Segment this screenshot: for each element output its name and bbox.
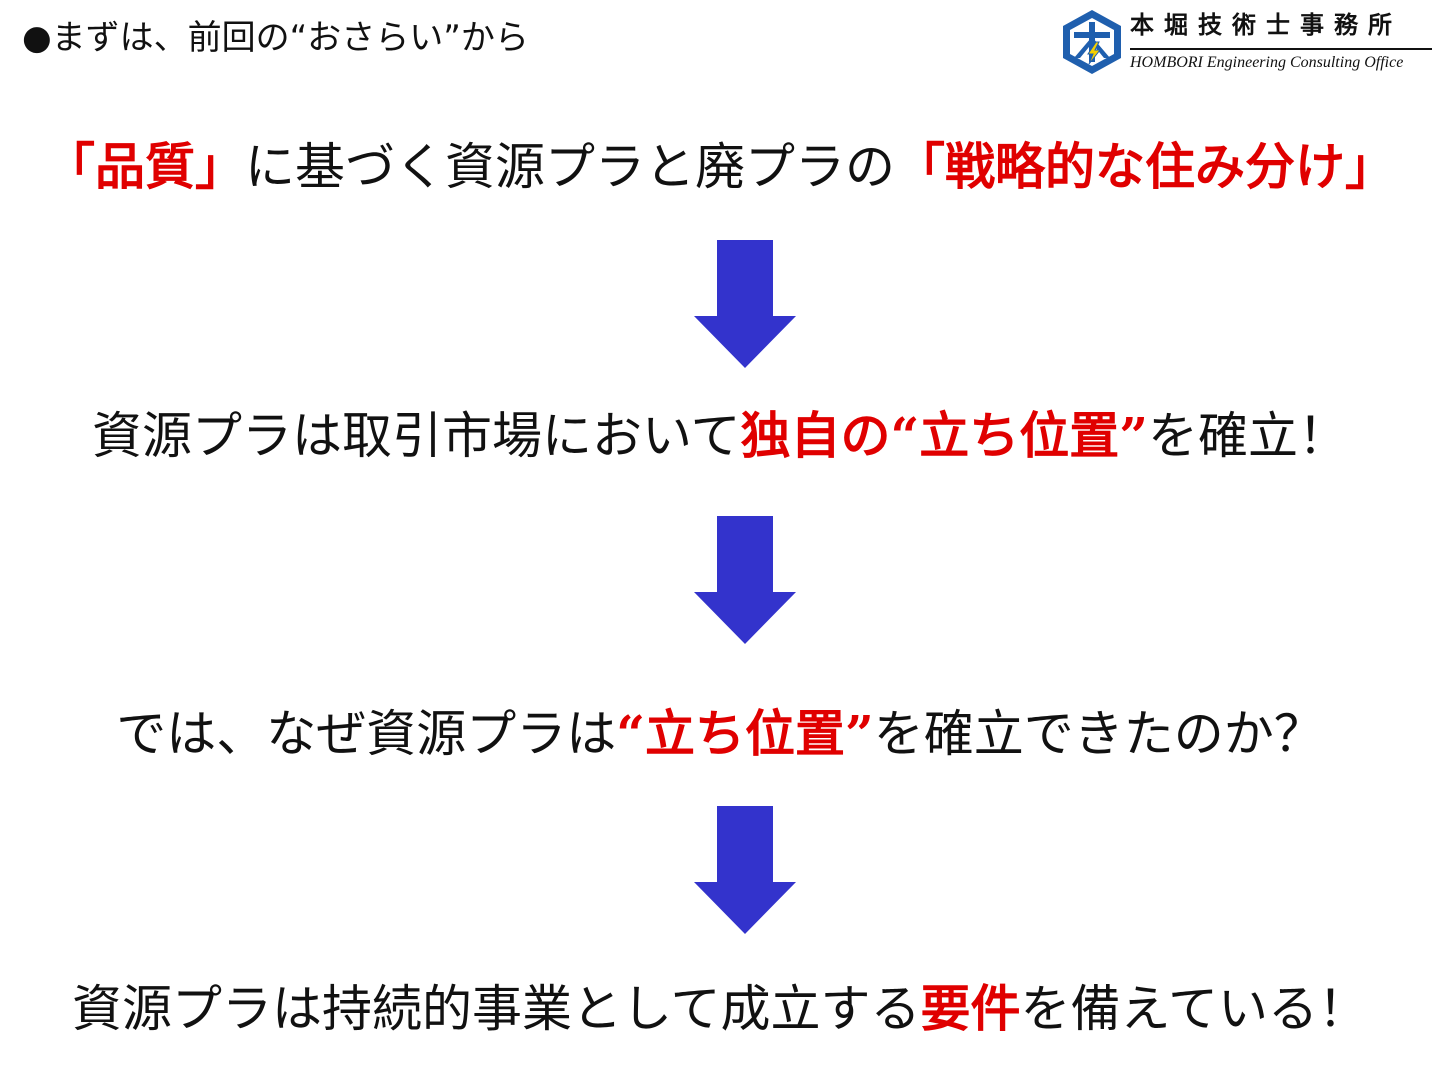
statement-3-text-end: を確立できたのか？ bbox=[873, 705, 1324, 763]
statement-4-emphasis: 要件 bbox=[920, 979, 1021, 1038]
statement-2-text-end: を確立！ bbox=[1148, 407, 1349, 465]
hombori-logo-icon bbox=[1063, 10, 1121, 74]
statement-1-text: に基づく資源プラと廃プラの bbox=[245, 138, 895, 196]
page-header-label: ●まずは、前回の“おさらい”から bbox=[22, 18, 529, 58]
logo-divider bbox=[1130, 48, 1432, 50]
logo-name-japanese: 本堀技術士事務所 bbox=[1130, 10, 1402, 39]
statement-4: 資源プラは持続的事業として成立する要件を備えている！ bbox=[0, 973, 1440, 1045]
down-arrow-icon bbox=[694, 516, 796, 644]
statement-3: では、なぜ資源プラは“立ち位置”を確立できたのか？ bbox=[0, 698, 1440, 770]
down-arrow-icon bbox=[694, 806, 796, 934]
statement-3-text-start: では、なぜ資源プラは bbox=[116, 705, 617, 763]
company-logo: 本堀技術士事務所 HOMBORI Engineering Consulting … bbox=[1060, 6, 1432, 78]
statement-1-emphasis-quality: 「品質」 bbox=[45, 137, 245, 196]
statement-1-emphasis-strategy: 「戦略的な住み分け」 bbox=[895, 137, 1395, 196]
down-arrow-icon bbox=[694, 240, 796, 368]
statement-1: 「品質」に基づく資源プラと廃プラの「戦略的な住み分け」 bbox=[0, 131, 1440, 203]
statement-2: 資源プラは取引市場において独自の“立ち位置”を確立！ bbox=[0, 400, 1440, 472]
statement-4-text-start: 資源プラは持続的事業として成立する bbox=[72, 980, 921, 1038]
logo-name-english: HOMBORI Engineering Consulting Office bbox=[1130, 54, 1404, 71]
statement-4-text-end: を備えている！ bbox=[1020, 980, 1369, 1038]
statement-2-emphasis: 独自の“立ち位置” bbox=[740, 406, 1149, 465]
statement-3-emphasis: “立ち位置” bbox=[616, 704, 874, 763]
statement-2-text-start: 資源プラは取引市場において bbox=[91, 407, 741, 465]
